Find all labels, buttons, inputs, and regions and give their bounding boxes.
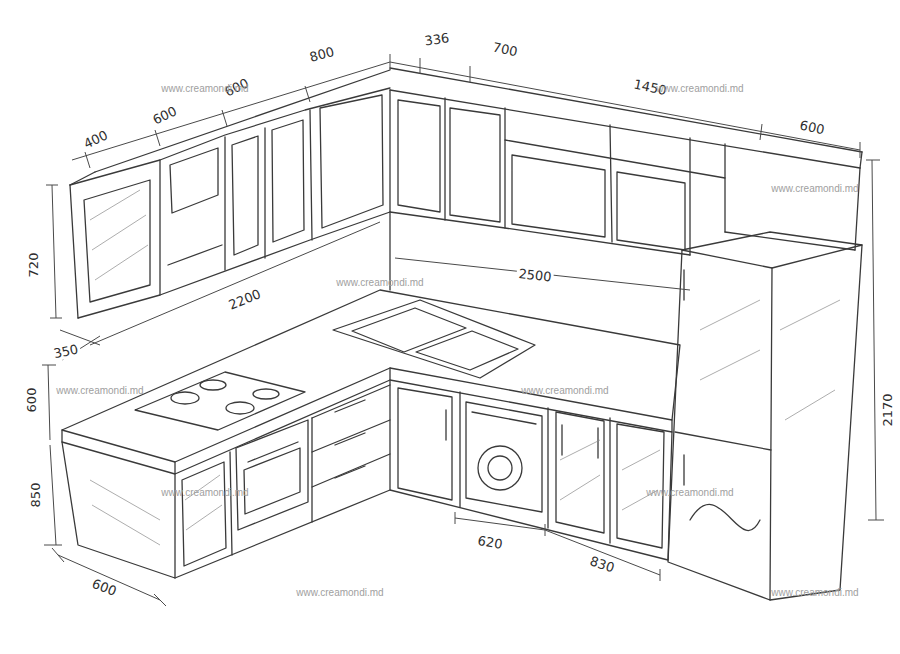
sketch-line [398, 388, 452, 500]
sketch-line [352, 308, 466, 352]
sketch-line [445, 98, 725, 255]
dimension-label: 2500 [516, 267, 554, 285]
sketch-line [668, 250, 772, 600]
sketch-line [556, 412, 604, 533]
sketch-line [335, 400, 365, 478]
sketch-line [389, 90, 390, 290]
dimension-label: 600 [149, 103, 181, 128]
sketch-line [62, 290, 680, 462]
watermark: www.creamondi.md [771, 587, 858, 598]
dimension-label: 600 [25, 386, 39, 415]
dimension-label: 850 [29, 481, 43, 510]
sketch-line [232, 136, 258, 255]
sketch-line [478, 446, 522, 490]
sketch-line [226, 402, 254, 414]
sketch-line [700, 300, 840, 420]
dimension-label: 800 [306, 44, 338, 65]
sketch-line [460, 392, 610, 543]
dimension-label: 2170 [881, 391, 895, 428]
sketch-line [389, 380, 390, 490]
sketch-line [690, 504, 760, 530]
sketch-line [390, 212, 690, 255]
sketch-line [244, 448, 300, 514]
sketch-line [866, 160, 884, 520]
sketch-line [395, 258, 690, 290]
watermark: www.creamondi.md [336, 277, 423, 288]
sketch-line [95, 70, 390, 172]
pencil-hatching [90, 190, 840, 545]
sketch-line [90, 190, 148, 280]
sketch-line [248, 442, 298, 462]
dimension-label: 2200 [225, 286, 265, 313]
sketch-line [46, 185, 62, 318]
watermark: www.creamondi.md [161, 83, 248, 94]
watermark: www.creamondi.md [296, 587, 383, 598]
watermark: www.creamondi.md [771, 183, 858, 194]
sketch-line [160, 110, 312, 295]
sketch-line [390, 90, 860, 168]
dimension-label: 350 [50, 342, 81, 362]
dimension-label: 700 [489, 40, 520, 60]
sketch-line [72, 62, 860, 160]
sketch-line [416, 331, 518, 370]
dimension-label: 600 [88, 576, 120, 600]
watermark: www.creamondi.md [656, 83, 743, 94]
dimension-label: 720 [27, 251, 41, 280]
sketch-line [446, 410, 598, 458]
sketch-line [70, 172, 95, 185]
sketch-line [236, 420, 308, 530]
sketch-line [42, 365, 56, 440]
sketch-line [62, 442, 175, 578]
sketch-line [455, 512, 660, 581]
sketch-line [855, 168, 860, 250]
sketch-line [682, 232, 862, 250]
sketch-line [253, 389, 279, 399]
sketch-line [770, 245, 862, 600]
sketch-line [170, 148, 218, 213]
sketch-line [617, 172, 685, 250]
sketch-line [70, 185, 78, 318]
sketch-line [560, 440, 660, 510]
watermark: www.creamondi.md [161, 487, 248, 498]
sketch-line [168, 245, 222, 265]
sketch-line [171, 392, 199, 404]
sketch-line [272, 120, 304, 242]
watermark: www.creamondi.md [646, 487, 733, 498]
kitchen-outline [62, 68, 862, 600]
sketch-line [312, 385, 390, 487]
sketch-line [44, 445, 62, 545]
sketch-line [466, 402, 542, 512]
dimension-label: 600 [796, 118, 827, 138]
sketch-line [52, 548, 166, 606]
sketch-line [333, 300, 535, 378]
sketch-line [135, 372, 305, 430]
sketch-line [84, 180, 150, 302]
sketch-line [182, 462, 226, 566]
watermark: www.creamondi.md [56, 385, 143, 396]
sketch-line [675, 432, 771, 450]
sketch-line [512, 155, 605, 237]
sketch-line [320, 95, 383, 228]
sketch-line [62, 368, 672, 474]
sketch-line [617, 424, 664, 548]
sketch-line [683, 270, 684, 485]
dimension-lines [42, 54, 884, 606]
watermark: www.creamondi.md [521, 385, 608, 396]
sketch-line [450, 108, 500, 222]
dimension-label: 620 [475, 533, 506, 552]
sketch-line [90, 480, 160, 545]
sketch-line [398, 100, 440, 212]
sketch-line [85, 54, 860, 168]
sketch-line [200, 380, 226, 390]
sketch-line [185, 475, 222, 530]
sketch-line [488, 456, 512, 480]
dimension-label: 336 [422, 31, 453, 49]
sketch-line [70, 88, 390, 185]
sketch-line [472, 412, 536, 424]
